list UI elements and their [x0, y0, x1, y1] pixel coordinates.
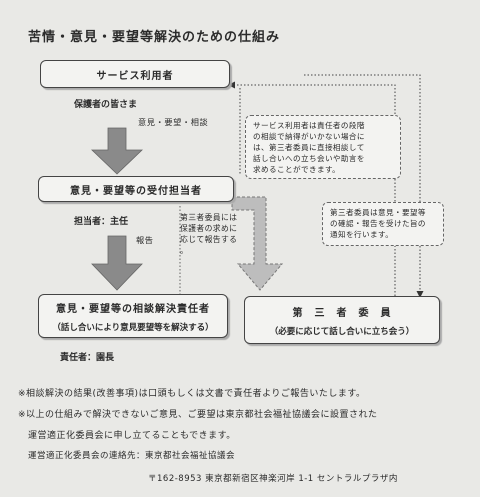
third-party-notify-callout: 第三者委員は意見・要望等 の確認・報告を受けた旨の 通知を行います。 — [322, 202, 444, 246]
address-line: 〒162-8953 東京都新宿区神楽河岸 1-1 セントラルプラザ内 — [148, 474, 398, 484]
reception-box: 意見・要望等の受付担当者 — [38, 176, 234, 202]
report-label: 報告 — [136, 235, 154, 245]
user-level-callout: サービス利用者は責任者の段階 の相談で納得がいかない場合に は、第三者委員に直接… — [245, 115, 401, 179]
resolver-box: 意見・要望等の相談解決責任者 （話し合いにより意見要望等を解決する） — [38, 294, 228, 338]
callout-line: 通知を行います。 — [330, 230, 394, 239]
opinions-label: 意見・要望・相談 — [138, 117, 209, 127]
reception-person-label: 担当者：主任 — [74, 217, 129, 227]
third-party-request-callout: 第三者委員には 保護者の求めに 応じて報告する 。 — [180, 212, 260, 262]
note-3: 運営適正化委員会に申し立てることもできます。 — [28, 431, 236, 441]
callout-line: の相談で納得がいかない場合に — [253, 132, 365, 141]
down-arrow-large — [91, 235, 143, 291]
third-party-box: 第 三 者 委 員 （必要に応じて話し合いに立ち会う） — [244, 296, 440, 344]
callout-line: サービス利用者は責任者の段階 — [253, 121, 365, 130]
callout-line: 求めることができます。 — [253, 165, 341, 174]
callout-line: は、第三者委員に直接相談して — [253, 143, 365, 152]
service-user-label: サービス利用者 — [96, 70, 174, 82]
resolver-person-label: 責任者：園長 — [60, 353, 115, 363]
dashed-arrow-third-party — [231, 196, 284, 291]
third-party-sub-label: （必要に応じて話し合いに立ち会う） — [269, 326, 415, 337]
callout-line: の確認・報告を受けた旨の — [330, 219, 426, 228]
callout-line: 話し合いへの立ち会いや助言を — [253, 154, 365, 163]
page-title: 苦情・意見・要望等解決のための仕組み — [28, 30, 281, 45]
dotted-arrow-user-to-third — [304, 74, 424, 298]
note-2: ※以上の仕組みで解決できないご意見、ご要望は東京都社会福祉協議会に設置された — [18, 410, 378, 420]
contact-line: 運営適正化委員会の連絡先：東京都社会福祉協議会 — [28, 451, 236, 461]
callout-line: 保護者の求めに — [180, 224, 238, 233]
resolver-label: 意見・要望等の相談解決責任者 — [56, 303, 210, 315]
down-arrow-large — [91, 127, 143, 175]
resolver-sub-label: （話し合いにより意見要望等を解決する） — [52, 322, 214, 333]
callout-line: 第三者委員には — [180, 213, 238, 222]
callout-line: 応じて報告する — [180, 235, 238, 244]
reception-label: 意見・要望等の受付担当者 — [70, 185, 202, 197]
guardians-label: 保護者の皆さま — [74, 100, 138, 110]
callout-line: 。 — [180, 246, 189, 255]
callout-line: 第三者委員は意見・要望等 — [330, 208, 426, 217]
note-1: ※相談解決の結果(改善事項)は口頭もしくは文書で責任者よりご報告いたします。 — [18, 389, 366, 399]
service-user-box: サービス利用者 — [40, 60, 230, 88]
third-party-label: 第 三 者 委 員 — [292, 307, 392, 319]
